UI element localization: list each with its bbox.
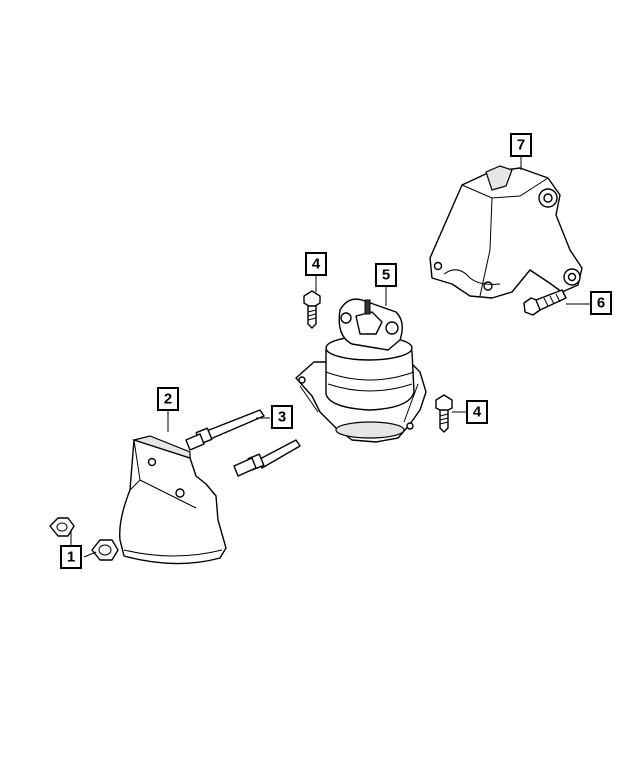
callout-7: 7	[510, 133, 532, 157]
callout-3-label: 3	[278, 409, 286, 426]
callout-1: 1	[60, 545, 82, 569]
engine-mount-part-5[interactable]	[295, 298, 427, 443]
bolt-part-4-upper[interactable]	[303, 290, 321, 329]
bolt-part-4-lower[interactable]	[435, 394, 453, 433]
callout-4-lower-label: 4	[473, 404, 482, 421]
nut-part-1-lower[interactable]	[91, 539, 119, 561]
callout-4-lower: 4	[466, 400, 488, 424]
callout-2-label: 2	[164, 391, 172, 408]
callout-4-upper-label: 4	[312, 256, 321, 273]
callout-6: 6	[590, 291, 612, 315]
callout-1-label: 1	[67, 549, 75, 566]
heat-shield-part-2[interactable]	[119, 435, 227, 565]
callout-4-upper: 4	[305, 252, 327, 276]
bolt-part-6[interactable]	[523, 289, 567, 316]
callout-3: 3	[271, 405, 293, 429]
nut-part-1-upper[interactable]	[49, 517, 75, 537]
upper-bracket-part-7[interactable]	[429, 165, 583, 299]
stud-part-3-lower[interactable]	[233, 439, 301, 477]
callout-5: 5	[375, 263, 397, 287]
callout-2: 2	[157, 387, 179, 411]
callout-6-label: 6	[597, 295, 605, 312]
stud-part-3-upper[interactable]	[185, 409, 265, 451]
callout-5-label: 5	[382, 267, 390, 284]
leader-lines	[70, 157, 590, 558]
callout-7-label: 7	[517, 137, 525, 154]
